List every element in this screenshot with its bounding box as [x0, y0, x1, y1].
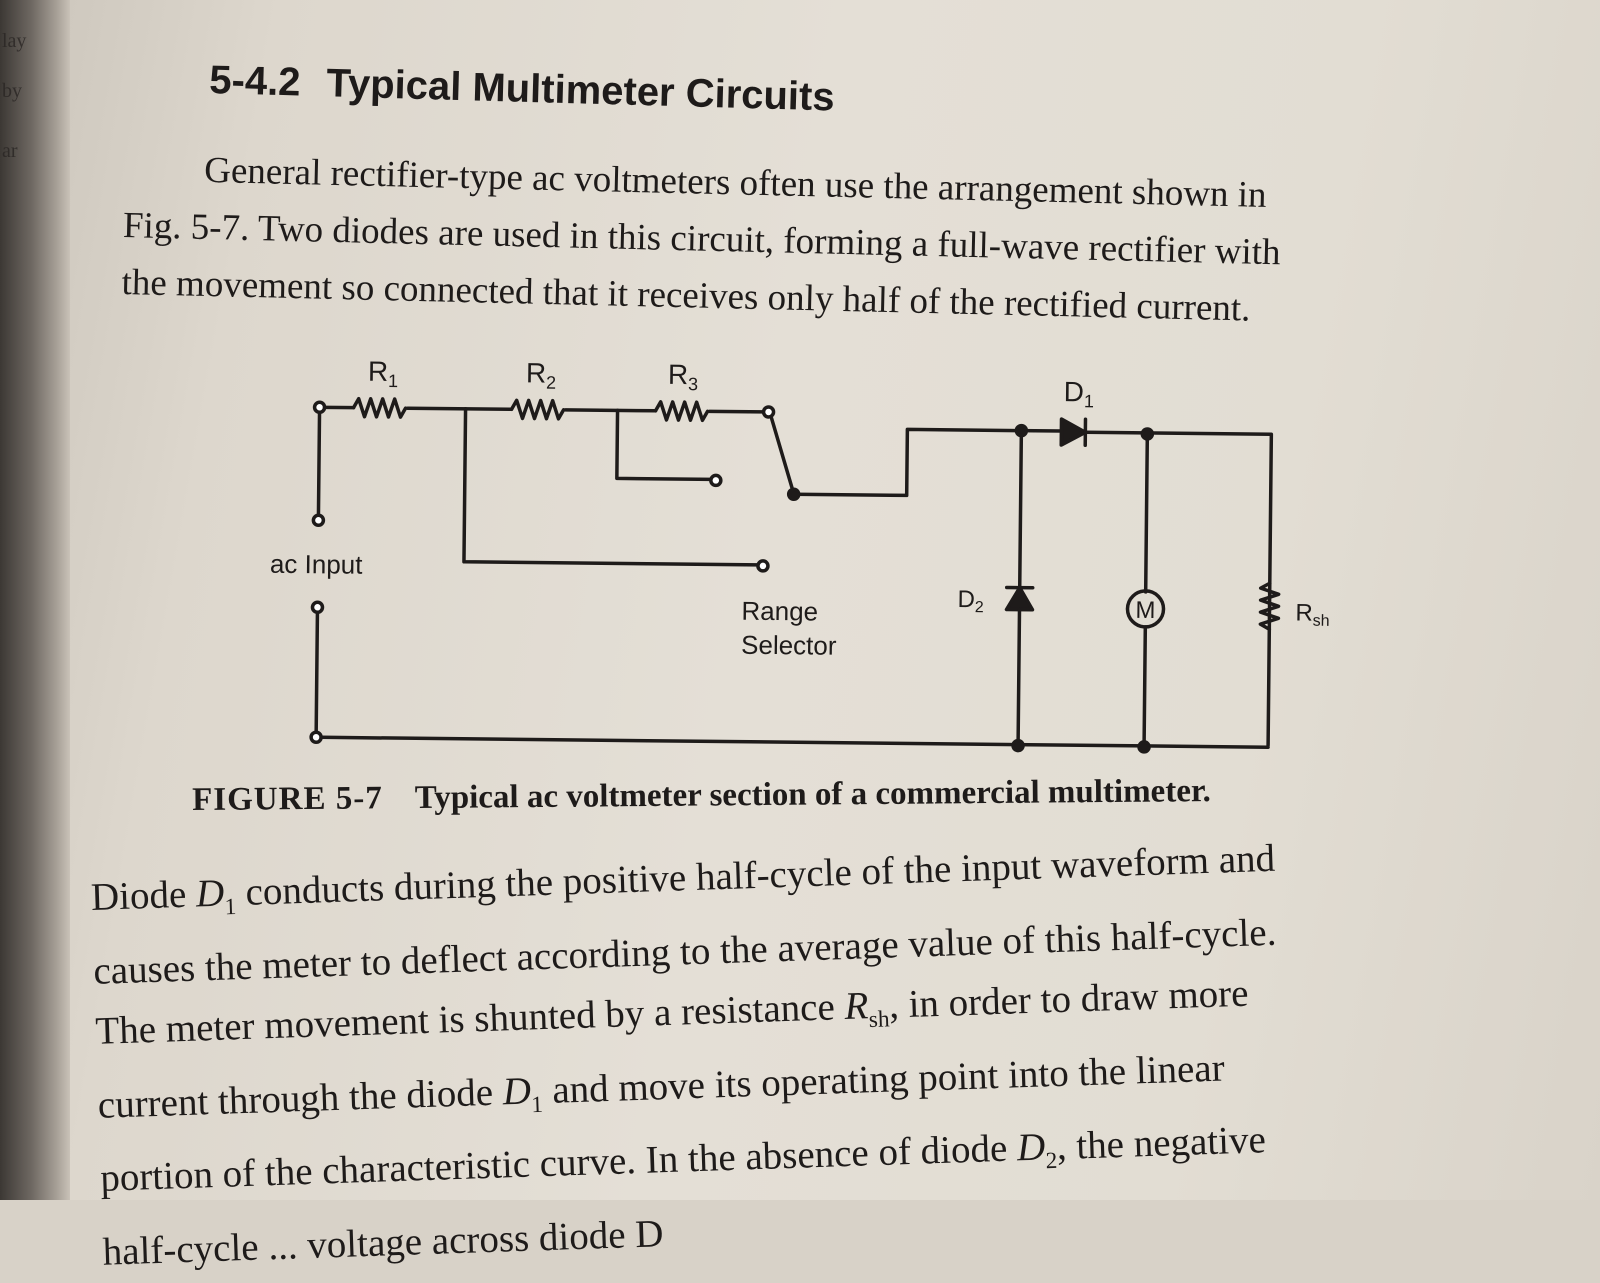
resistor-rsh [1258, 581, 1281, 631]
input-terminal-a [311, 513, 326, 528]
range-selector-arm [769, 416, 795, 492]
resistor-r3 [653, 400, 710, 423]
diode-d2 [1004, 585, 1035, 612]
range-contact-3 [756, 559, 770, 573]
label-range: Range [741, 596, 818, 627]
label-selector: Selector [741, 630, 837, 661]
junction-dot [1137, 740, 1151, 754]
range-contact-1 [761, 405, 776, 419]
book-binding: lay by ar [0, 0, 70, 1200]
binding-fragment: by [2, 80, 22, 102]
resistor-r1 [351, 396, 408, 419]
junction-dot [1014, 423, 1029, 438]
junction-dot [1011, 738, 1025, 753]
label-ac-input: ac Input [270, 549, 364, 580]
multimeter-circuit-diagram: R1 R2 R3 D1 D2 M Rsh ac Input Range Sele… [270, 356, 1330, 754]
label-r2: R2 [526, 357, 557, 392]
body-paragraph: Diode D1 conducts during the positive ha… [90, 821, 1533, 1283]
junction-dot [1140, 427, 1155, 441]
binding-fragment: lay [2, 30, 27, 52]
diode-d1 [1059, 417, 1088, 447]
range-contact-2 [709, 473, 723, 488]
label-r1: R1 [368, 356, 399, 391]
label-rsh: Rsh [1295, 600, 1330, 630]
resistor-r2 [509, 398, 566, 421]
binding-fragment: ar [2, 140, 18, 162]
label-d2: D2 [957, 586, 984, 616]
figure-caption-text: Typical ac voltmeter section of a commer… [414, 773, 1211, 817]
label-d1: D1 [1064, 376, 1095, 411]
figure-number: FIGURE 5-7 [192, 780, 383, 818]
label-meter: M [1135, 597, 1155, 624]
label-r3: R3 [668, 359, 699, 394]
